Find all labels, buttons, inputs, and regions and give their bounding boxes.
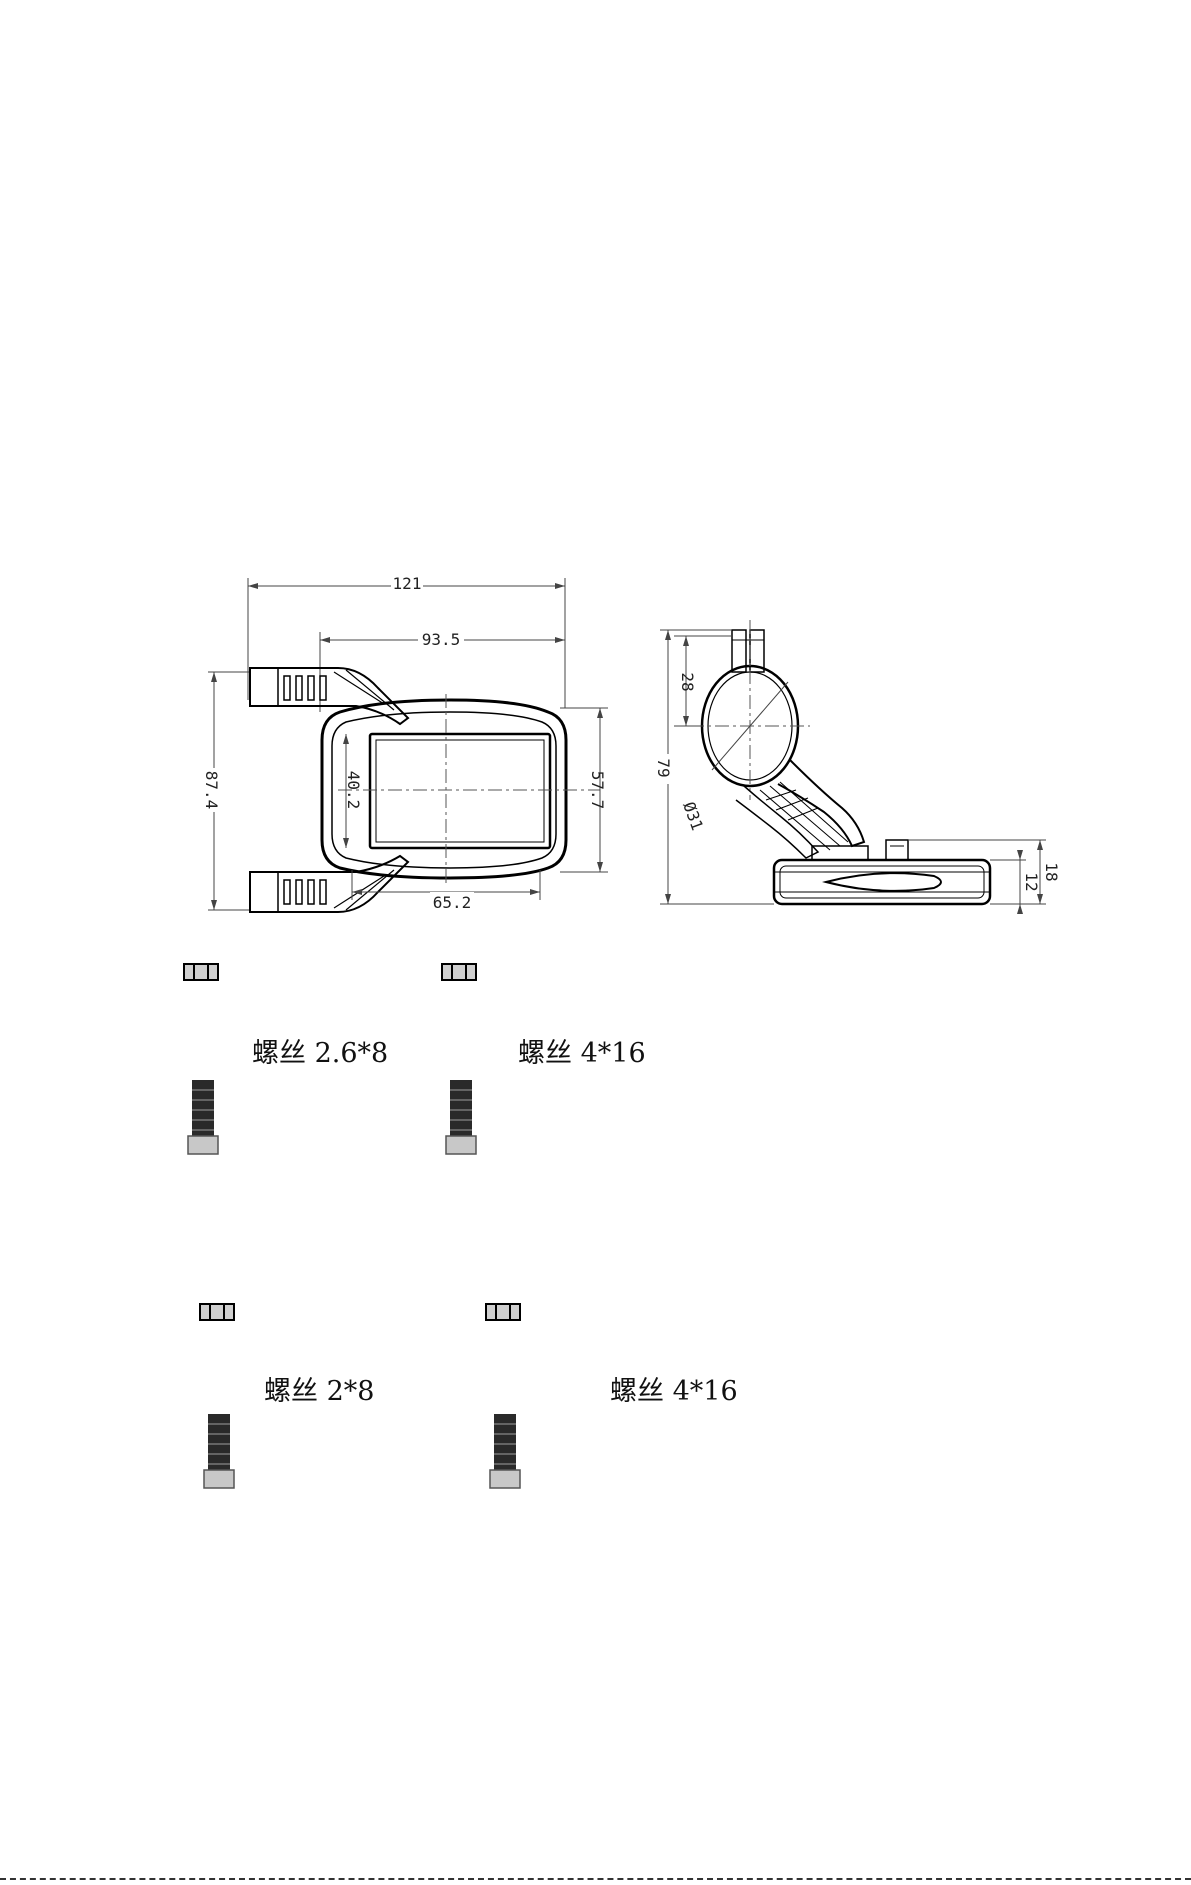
- screw-group-3: 螺丝 2*8: [200, 1304, 374, 1488]
- nut-icon: [184, 964, 218, 980]
- page-edge-divider: [0, 1878, 1191, 1880]
- dim-label-28: 28: [678, 672, 697, 691]
- dim-label-12: 12: [1022, 872, 1041, 891]
- dim-label-93-5: 93.5: [422, 630, 461, 649]
- support-arm: [736, 760, 864, 858]
- clamp-ring: [690, 620, 810, 800]
- screw-label: 螺丝 2.6*8: [252, 1038, 388, 1069]
- nut-icon: [442, 964, 476, 980]
- base-body: [774, 860, 990, 904]
- screw-group-2: 螺丝 4*16: [442, 964, 646, 1154]
- dim-label-79: 79: [654, 758, 673, 777]
- dim-screen-height: 40.2: [343, 734, 363, 848]
- front-view: 121 93.5 87.4: [202, 574, 608, 912]
- dim-label-57-7: 57.7: [588, 771, 607, 810]
- screw-icon: [490, 1414, 520, 1488]
- screw-icon: [188, 1080, 218, 1154]
- dim-label-65-2: 65.2: [433, 893, 472, 912]
- dim-label-87-4: 87.4: [202, 771, 221, 810]
- dim-clamp-span: 87.4: [202, 672, 250, 910]
- dim-label-40-2: 40.2: [344, 771, 363, 810]
- screw-icon: [446, 1080, 476, 1154]
- nut-icon: [486, 1304, 520, 1320]
- dim-diameter: Ø31: [679, 799, 707, 833]
- screw-label: 螺丝 4*16: [518, 1038, 646, 1069]
- screw-group-4: 螺丝 4*16: [486, 1304, 738, 1488]
- dim-label-diameter: Ø31: [679, 799, 707, 833]
- nut-icon: [200, 1304, 234, 1320]
- screw-group-1: 螺丝 2.6*8: [184, 964, 388, 1154]
- screw-label: 螺丝 4*16: [610, 1376, 738, 1407]
- dim-label-18: 18: [1042, 862, 1061, 881]
- screw-label: 螺丝 2*8: [264, 1376, 374, 1407]
- dim-label-121: 121: [393, 574, 422, 593]
- side-view: 28 79 Ø31 12 18: [654, 620, 1061, 914]
- screw-icon: [204, 1414, 234, 1488]
